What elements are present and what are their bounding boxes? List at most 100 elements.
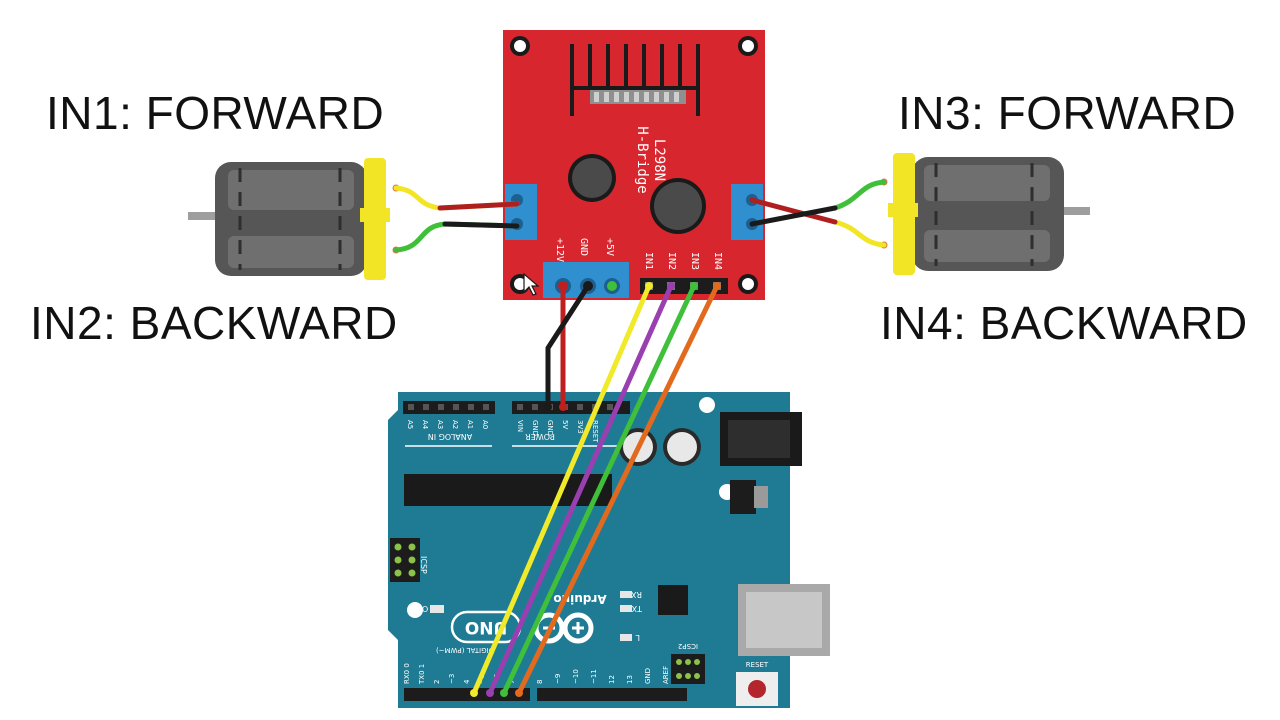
motor-shaft xyxy=(188,212,220,220)
analog-pin-label: A4 xyxy=(421,420,429,430)
digital-pin-label: 4 xyxy=(463,679,471,684)
digital-header-low xyxy=(404,688,530,701)
reset-button-cap xyxy=(748,680,766,698)
analog-pin-label: A2 xyxy=(451,420,459,429)
label-in4: IN4 xyxy=(712,252,723,270)
on-label: ON xyxy=(416,604,428,613)
digital-pin-label: 8 xyxy=(536,680,544,684)
wire-in2 xyxy=(487,283,674,696)
usb-chip xyxy=(658,585,688,615)
motor-highlight xyxy=(924,165,1050,201)
analog-pin-label: A1 xyxy=(466,420,474,429)
l298n-pcb xyxy=(503,30,765,300)
heatsink xyxy=(570,44,700,116)
power-pin-label: 5V xyxy=(561,420,569,429)
label-in3: IN3 xyxy=(689,252,700,270)
caption-in2: IN2: BACKWARD xyxy=(30,297,398,349)
motor-right xyxy=(880,153,1090,275)
icsp-label: ICSP xyxy=(419,556,428,574)
analog-header xyxy=(403,401,495,414)
icsp-pins xyxy=(394,543,416,577)
chip-legs xyxy=(594,92,679,102)
l-led xyxy=(620,634,632,641)
l298n-title: L298N xyxy=(651,139,667,181)
wire-endpoints xyxy=(470,281,721,697)
driver-wire-black-right xyxy=(749,205,838,227)
digital-pin-label: GND xyxy=(644,668,652,684)
capacitor-top xyxy=(654,182,702,230)
driver-wire-black xyxy=(442,221,520,229)
voltage-regulator xyxy=(730,480,756,514)
l-label: L xyxy=(635,633,640,642)
icsp2-pins xyxy=(676,659,700,679)
driver-wire-red-right xyxy=(749,197,838,225)
mouse-cursor-icon xyxy=(523,272,540,296)
analog-pin-label: A0 xyxy=(481,420,489,429)
motor-highlight xyxy=(228,236,354,268)
mount-hole xyxy=(407,602,423,618)
arduino-pcb xyxy=(388,392,816,708)
on-led xyxy=(430,605,444,613)
digital-pin-label: 13 xyxy=(626,675,634,684)
mount-hole xyxy=(699,397,715,413)
analog-in-label: ANALOG IN xyxy=(428,432,473,441)
caption-in1: IN1: FORWARD xyxy=(46,87,385,139)
arduino-board: ANALOG IN POWER ICSP ON UNO Arduino RX T… xyxy=(388,392,830,708)
label-in2: IN2 xyxy=(666,252,677,270)
label-in1: IN1 xyxy=(643,252,654,270)
digital-pin-label: ~10 xyxy=(572,669,580,684)
digital-pin-label: 2 xyxy=(433,680,441,684)
label-12v: +12V xyxy=(554,238,565,262)
analog-pin-label: A5 xyxy=(406,420,414,429)
reset-label: RESET xyxy=(746,661,769,669)
rx-label: RX xyxy=(630,590,642,599)
tx-label: TX xyxy=(631,604,643,613)
digital-pin-label: 12 xyxy=(608,675,616,684)
caption-in4: IN4: BACKWARD xyxy=(880,297,1248,349)
digital-pin-label: ~3 xyxy=(448,674,456,684)
digital-pin-label: TX0 1 xyxy=(418,664,426,685)
regulator-tab xyxy=(754,486,768,508)
digital-pin-label: AREF xyxy=(662,666,670,684)
tx-led xyxy=(620,605,632,612)
digital-label: DIGITAL (PWM~) xyxy=(436,646,494,654)
power-pin-label: VIN xyxy=(516,420,524,432)
wires xyxy=(393,179,887,696)
motor-highlight xyxy=(228,170,354,210)
wire-in1 xyxy=(471,283,652,696)
analog-pin-label: A3 xyxy=(436,420,444,429)
barrel-jack-inner xyxy=(728,420,790,458)
digital-pin-label: ~11 xyxy=(590,669,598,684)
digital-header-high xyxy=(537,688,687,701)
input-header xyxy=(640,278,728,294)
power-label: POWER xyxy=(525,432,555,441)
usb-connector-face xyxy=(746,592,822,648)
capacitor-top xyxy=(572,158,612,198)
power-pin-label: 3V3 xyxy=(576,420,584,434)
motor-left xyxy=(188,158,400,280)
capacitor-top xyxy=(667,432,697,462)
power-pin-label: GND xyxy=(546,420,554,436)
motor-b-terminal xyxy=(731,184,763,240)
wire-in3 xyxy=(501,283,697,696)
digital-pin-label: RX0 0 xyxy=(403,663,411,684)
power-pin-label: GND xyxy=(531,420,539,436)
motor-shaft xyxy=(1058,207,1090,215)
l298n-subtitle: H-Bridge xyxy=(634,126,650,193)
digital-pin-label: ~9 xyxy=(554,674,562,684)
uno-label: UNO xyxy=(465,617,507,637)
caption-in3: IN3: FORWARD xyxy=(898,87,1237,139)
wire-in4 xyxy=(516,283,720,696)
l298n-board: L298N H-Bridge +12V GND +5V IN1 IN2 IN3 … xyxy=(503,30,765,300)
motor-a-terminal xyxy=(505,184,537,240)
icsp2-header xyxy=(671,654,705,684)
motor-right-lead-yellow xyxy=(832,219,887,248)
icsp2-label: ICSP2 xyxy=(678,642,698,650)
power-pin-label: RESET xyxy=(591,420,599,443)
label-5v: +5V xyxy=(604,238,615,256)
label-gnd: GND xyxy=(578,238,589,256)
rx-led xyxy=(620,591,632,598)
driver-wire-red xyxy=(437,201,520,211)
